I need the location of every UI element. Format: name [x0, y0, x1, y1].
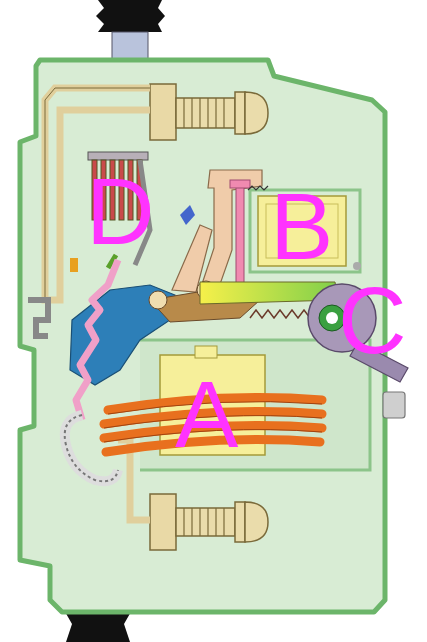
callout-letter: C: [338, 273, 407, 368]
callout-letter: B: [270, 179, 333, 274]
callout-letter: A: [175, 367, 238, 462]
callout-letter: D: [86, 164, 155, 259]
